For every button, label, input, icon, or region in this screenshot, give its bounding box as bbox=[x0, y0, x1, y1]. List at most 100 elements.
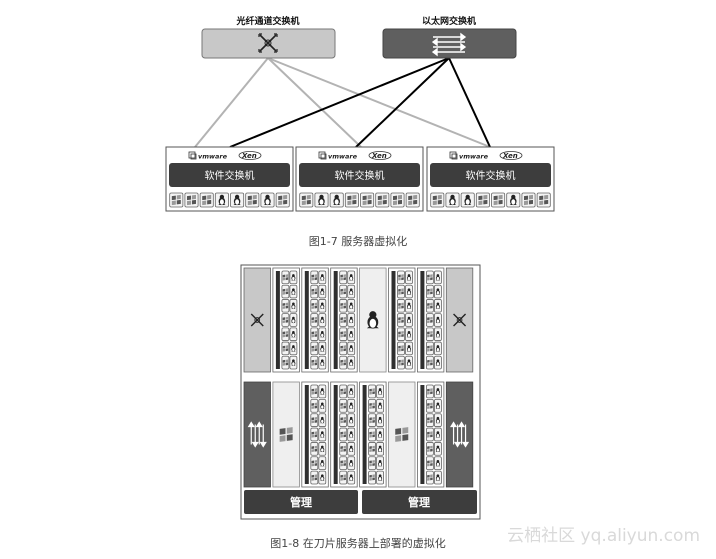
software-switch-label: 软件交换机 bbox=[335, 169, 385, 182]
linux-icon bbox=[377, 416, 383, 424]
vm-cell bbox=[289, 270, 298, 285]
fc-link bbox=[267, 57, 362, 148]
linux-icon bbox=[435, 302, 441, 309]
vm-cell bbox=[433, 427, 442, 442]
windows-icon bbox=[186, 194, 197, 206]
vm-cell bbox=[368, 456, 377, 471]
linux-icon bbox=[349, 345, 354, 352]
linux-icon bbox=[406, 345, 412, 352]
vm-cell bbox=[339, 327, 348, 341]
windows-icon bbox=[539, 194, 549, 206]
vm-cell bbox=[433, 270, 442, 285]
vm-cell bbox=[376, 427, 385, 442]
vm-cell bbox=[281, 313, 290, 327]
xen-label: Xen bbox=[502, 152, 518, 160]
windows-icon bbox=[311, 460, 318, 467]
windows-icon bbox=[340, 431, 346, 438]
vm-cell bbox=[318, 427, 327, 442]
windows-icon bbox=[340, 345, 346, 352]
windows-icon bbox=[311, 331, 318, 338]
linux-icon bbox=[366, 311, 379, 329]
vm-cell bbox=[214, 192, 229, 208]
linux-icon bbox=[291, 274, 296, 281]
vm-cell bbox=[344, 192, 359, 208]
vm-cell bbox=[318, 470, 327, 485]
vm-cell bbox=[310, 456, 319, 471]
vmware-logo: vmware bbox=[318, 151, 358, 161]
vm-cell bbox=[318, 442, 327, 456]
windows-icon bbox=[427, 460, 433, 467]
linux-icon bbox=[435, 316, 441, 324]
vm-cell bbox=[289, 327, 298, 341]
windows-icon bbox=[392, 194, 403, 206]
linux-icon bbox=[349, 274, 354, 281]
vm-cell bbox=[425, 470, 434, 485]
mgmt-module-right: 管理 bbox=[362, 490, 477, 514]
vm-cell bbox=[281, 299, 290, 313]
vm-cell bbox=[390, 192, 405, 208]
windows-icon bbox=[340, 460, 346, 467]
vm-blade bbox=[330, 267, 358, 373]
linux-icon bbox=[320, 288, 325, 295]
vm-cell bbox=[405, 313, 413, 327]
xen-label: Xen bbox=[371, 152, 387, 160]
vm-cell bbox=[368, 427, 377, 442]
windows-icon bbox=[311, 445, 318, 452]
windows-icon bbox=[171, 194, 181, 206]
windows-blade bbox=[388, 381, 416, 488]
windows-icon bbox=[398, 288, 404, 295]
vm-cell bbox=[275, 192, 290, 208]
linux-icon bbox=[377, 388, 383, 395]
linux-icon bbox=[435, 416, 441, 424]
vm-cell bbox=[491, 192, 506, 208]
linux-icon bbox=[406, 330, 412, 338]
vm-cell bbox=[310, 384, 319, 399]
vm-cell bbox=[397, 341, 405, 356]
linux-icon bbox=[435, 402, 441, 409]
linux-icon bbox=[317, 194, 326, 206]
vm-cell bbox=[318, 398, 327, 413]
vmware-label: vmware bbox=[198, 153, 228, 161]
windows-icon bbox=[311, 388, 318, 395]
linux-icon bbox=[349, 302, 354, 309]
windows-icon bbox=[282, 316, 289, 324]
vm-cell bbox=[339, 427, 348, 442]
vm-cell bbox=[360, 192, 375, 208]
linux-icon bbox=[435, 459, 441, 467]
windows-icon bbox=[340, 316, 346, 324]
vm-cell bbox=[199, 192, 214, 208]
vm-cell bbox=[425, 341, 434, 356]
windows-icon bbox=[427, 417, 433, 424]
vm-cell bbox=[318, 355, 327, 370]
vm-cell bbox=[310, 427, 319, 442]
vm-cell bbox=[521, 192, 536, 208]
windows-icon bbox=[427, 331, 433, 338]
eth-switch-label: 以太网交换机 bbox=[422, 15, 476, 27]
windows-icon bbox=[279, 427, 293, 442]
vm-cell bbox=[433, 384, 442, 399]
windows-icon bbox=[478, 194, 488, 206]
windows-icon bbox=[282, 359, 289, 366]
vm-cell bbox=[310, 442, 319, 456]
linux-icon bbox=[435, 274, 441, 281]
linux-icon bbox=[349, 330, 354, 338]
windows-icon bbox=[340, 417, 346, 424]
vm-cell bbox=[425, 313, 434, 327]
vm-cell bbox=[425, 398, 434, 413]
windows-icon bbox=[523, 194, 534, 206]
vm-cell bbox=[347, 313, 356, 327]
vm-cell bbox=[347, 355, 356, 370]
eth-switch-icon bbox=[431, 32, 467, 57]
linux-icon bbox=[320, 274, 325, 281]
windows-icon bbox=[278, 194, 288, 206]
mgmt-module-left: 管理 bbox=[244, 490, 358, 514]
windows-icon bbox=[311, 417, 318, 424]
vm-cell bbox=[405, 192, 420, 208]
windows-icon bbox=[427, 445, 433, 452]
vm-cell bbox=[310, 270, 319, 285]
linux-icon bbox=[349, 288, 354, 295]
windows-blade bbox=[272, 381, 300, 488]
fc-switch-module bbox=[445, 267, 474, 373]
fc-switch: 光纤通道交换机 bbox=[201, 15, 336, 59]
vm-cell bbox=[289, 299, 298, 313]
